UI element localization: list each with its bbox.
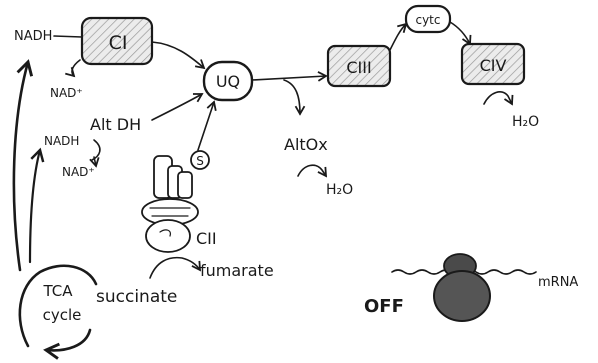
mrna-label: mRNA bbox=[538, 275, 578, 290]
complex-2-structure bbox=[141, 155, 199, 253]
ci-to-uq-arrow bbox=[151, 41, 206, 70]
h2o-altox-label: H₂O bbox=[326, 182, 353, 198]
tca-cycle-return bbox=[43, 328, 92, 360]
tca-to-nadh-top-arrow bbox=[12, 59, 34, 272]
tca-line1-label: TCA bbox=[42, 282, 73, 300]
h2o-civ-label: H₂O bbox=[512, 114, 539, 130]
civ-to-h2o-arrow bbox=[483, 91, 514, 106]
alt-ox-label: AltOx bbox=[284, 135, 328, 154]
nadh-to-ci-line bbox=[53, 35, 83, 38]
s-marker: S bbox=[190, 150, 210, 170]
tca-line2-label: cycle bbox=[43, 306, 82, 324]
tca-cycle-loop bbox=[18, 264, 98, 348]
nadh-mid-label: NADH bbox=[44, 134, 79, 148]
complex-3-label: CIII bbox=[346, 58, 371, 77]
nadh-mid-arrow bbox=[89, 156, 100, 168]
complex-1-box: CI bbox=[80, 16, 154, 66]
alt-dh-label: Alt DH bbox=[90, 115, 141, 134]
uq-node: UQ bbox=[202, 60, 254, 102]
ci-to-nad-arrow bbox=[65, 59, 81, 78]
complex-1-label: CI bbox=[109, 32, 128, 54]
cytc-to-civ-arrow bbox=[449, 21, 472, 46]
tca-cycle: TCA cycle bbox=[18, 264, 98, 360]
nadh-mid-curve bbox=[91, 139, 101, 161]
complex-4-label: CIV bbox=[480, 56, 507, 75]
uq-to-altox-arrow bbox=[283, 79, 306, 116]
nad-top-label: NAD⁺ bbox=[50, 86, 83, 100]
off-label: OFF bbox=[364, 296, 404, 317]
altdh-to-uq-arrow bbox=[151, 93, 204, 121]
altox-to-h2o-arrow bbox=[297, 164, 328, 178]
ribosome-icon bbox=[433, 253, 491, 322]
s-marker-label: S bbox=[196, 154, 204, 168]
ciii-to-cytc-arrow bbox=[389, 22, 408, 51]
nad-mid-label: NAD⁺ bbox=[62, 165, 95, 179]
nadh-top-label: NADH bbox=[14, 29, 52, 44]
cii-to-uq-arrow bbox=[197, 100, 217, 151]
uq-label: UQ bbox=[216, 72, 240, 91]
uq-to-ciii-arrow bbox=[251, 71, 328, 82]
complex-4-box: CIV bbox=[460, 42, 526, 86]
cytc-label: cytc bbox=[415, 13, 440, 27]
cytc-node: cytc bbox=[404, 4, 452, 34]
complex-2-label: CII bbox=[196, 229, 217, 248]
tca-to-nadh-mid-arrow bbox=[28, 147, 45, 264]
complex-3-box: CIII bbox=[326, 44, 392, 88]
succinate-to-fumarate-arrow bbox=[149, 256, 202, 279]
succinate-label: succinate bbox=[96, 287, 177, 307]
fumarate-label: fumarate bbox=[200, 261, 274, 280]
